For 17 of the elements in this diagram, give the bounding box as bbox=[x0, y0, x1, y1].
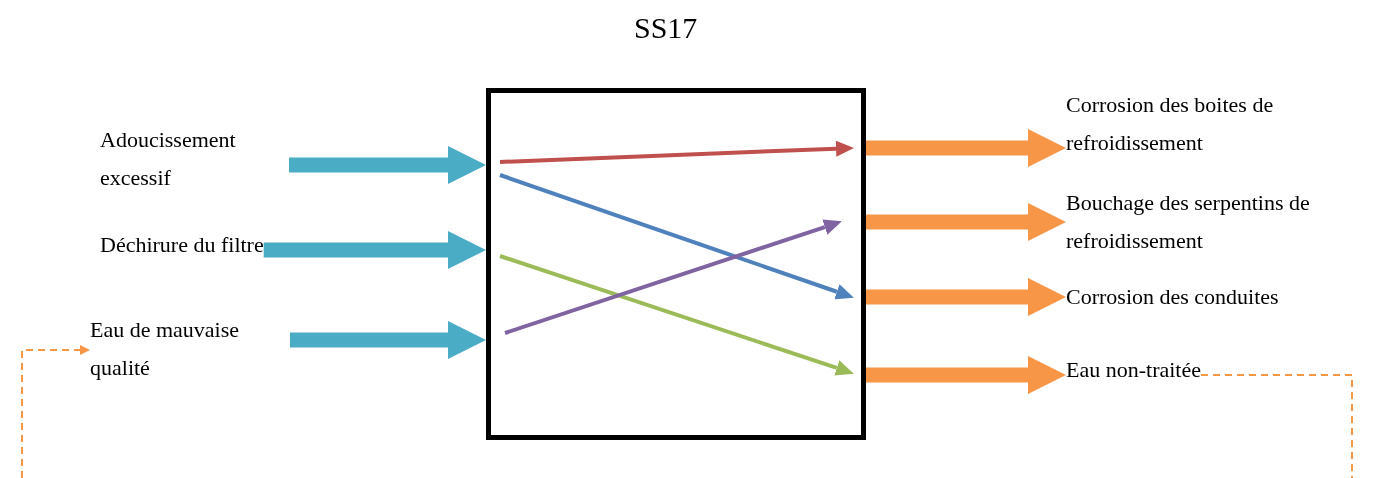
arrow bbox=[21, 345, 90, 478]
arrow bbox=[866, 129, 1066, 167]
text-label: Corrosion des conduites bbox=[1066, 278, 1279, 316]
arrow bbox=[263, 231, 486, 269]
arrow bbox=[289, 146, 486, 184]
text-label: Eau non-traitée bbox=[1066, 351, 1201, 389]
text-label: Bouchage des serpentins de refroidissement bbox=[1066, 184, 1324, 260]
diagram-title: SS17 bbox=[634, 10, 698, 46]
arrow bbox=[290, 321, 486, 359]
text-label: Eau de mauvaise qualité bbox=[90, 311, 290, 387]
arrow bbox=[866, 356, 1066, 394]
text-label: Corrosion des boites de refroidissement bbox=[1066, 86, 1281, 162]
process-box bbox=[486, 88, 866, 440]
text-label: Adoucissement excessif bbox=[100, 121, 289, 197]
arrow bbox=[866, 278, 1066, 316]
text-label: Déchirure du filtre bbox=[100, 226, 264, 264]
arrow bbox=[866, 203, 1066, 241]
